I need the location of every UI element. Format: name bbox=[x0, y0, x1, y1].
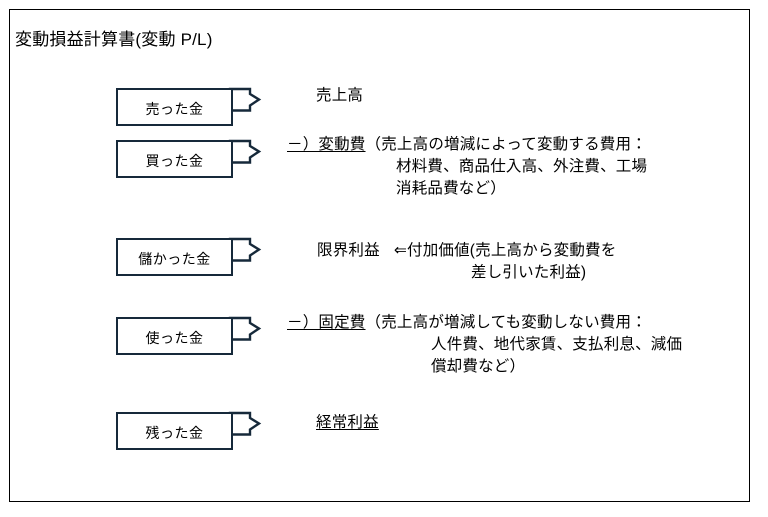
marginal-profit-annotation-line2: 差し引いた利益) bbox=[471, 264, 587, 281]
variable-cost-detail-line1: （売上高の増減によって変動する費用： bbox=[365, 136, 647, 153]
variable-cost-detail-line3: 消耗品費など） bbox=[396, 180, 506, 197]
fixed-cost-detail-line2: 人件費、地代家賃、支払利息、減価 bbox=[431, 336, 683, 353]
callout-tail-icon bbox=[228, 237, 262, 262]
statement-sales-label: 売上高 bbox=[316, 87, 364, 104]
callout-label: 儲かった金 bbox=[138, 251, 211, 267]
callout-tail-icon bbox=[228, 316, 262, 341]
callout-bought-money[interactable]: 買った金 bbox=[116, 139, 262, 178]
callout-label: 売った金 bbox=[145, 101, 204, 117]
fixed-cost-detail-line1: （売上高が増減しても変動しない費用： bbox=[365, 314, 647, 331]
callout-box: 使った金 bbox=[116, 317, 233, 355]
fixed-cost-detail-line3: 償却費など） bbox=[431, 358, 526, 375]
callout-box: 残った金 bbox=[116, 412, 233, 450]
statement-ordinary-profit-label: 経常利益 bbox=[316, 414, 379, 431]
callout-box: 買った金 bbox=[116, 140, 233, 178]
statement-fixed-cost-row: －）固定費（売上高が増減しても変動しない費用： bbox=[287, 312, 647, 334]
callout-sold-money[interactable]: 売った金 bbox=[116, 87, 262, 126]
callout-box: 儲かった金 bbox=[116, 238, 233, 276]
callout-label: 使った金 bbox=[145, 330, 204, 346]
callout-tail-icon bbox=[228, 411, 262, 436]
callout-left-money[interactable]: 残った金 bbox=[116, 411, 262, 450]
statement-marginal-profit-row: 限界利益 ⇐付加価値(売上高から変動費を bbox=[317, 240, 616, 262]
callout-tail-icon bbox=[228, 139, 262, 164]
variable-cost-header: －）変動費 bbox=[287, 136, 366, 153]
callout-label: 残った金 bbox=[145, 425, 204, 441]
variable-cost-detail-line2: 材料費、商品仕入高、外注費、工場 bbox=[396, 158, 648, 175]
statement-variable-cost-row: －）変動費（売上高の増減によって変動する費用： bbox=[287, 134, 647, 156]
callout-earned-money[interactable]: 儲かった金 bbox=[116, 237, 262, 276]
fixed-cost-header: －）固定費 bbox=[287, 314, 366, 331]
callout-label: 買った金 bbox=[145, 153, 204, 169]
page-title: 変動損益計算書(変動 P/L) bbox=[15, 30, 213, 49]
marginal-profit-label: 限界利益 bbox=[317, 242, 380, 259]
callout-box: 売った金 bbox=[116, 88, 233, 126]
callout-spent-money[interactable]: 使った金 bbox=[116, 316, 262, 355]
callout-tail-icon bbox=[228, 87, 262, 112]
marginal-profit-annotation-line1: ⇐付加価値(売上高から変動費を bbox=[393, 242, 617, 259]
